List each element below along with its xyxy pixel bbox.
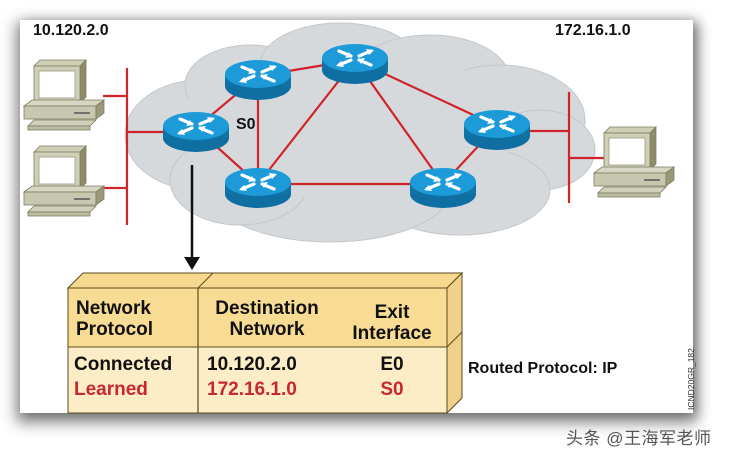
- header-destination-network: Destination Network: [202, 298, 332, 340]
- header-line: Protocol: [76, 319, 154, 340]
- row-learned-protocol: Learned: [74, 379, 148, 400]
- header-network-protocol: Network Protocol: [76, 298, 153, 340]
- routed-protocol-label: Routed Protocol: IP: [468, 360, 618, 377]
- header-line: Network: [229, 319, 305, 340]
- router-icon: [161, 110, 231, 154]
- header-line: Network: [76, 298, 151, 319]
- table-body: [67, 346, 448, 414]
- row-connected-protocol: Connected: [74, 354, 173, 375]
- routing-table-box: [66, 271, 464, 415]
- row-connected-exit: E0: [380, 354, 404, 375]
- lan-segments: [103, 68, 607, 225]
- row-learned-destination: 172.16.1.0: [207, 379, 297, 400]
- router-icon: [462, 108, 532, 152]
- figure-id: ICND20GR_182: [686, 348, 696, 410]
- table-header-row: [67, 287, 448, 348]
- left-network-label: 10.120.2.0: [33, 22, 109, 39]
- right-network-label: 172.16.1.0: [555, 22, 631, 39]
- row-learned-exit: S0: [380, 379, 404, 400]
- router-icon: [223, 166, 293, 210]
- down-arrow-icon: [184, 165, 200, 270]
- interface-s0-label: S0: [236, 116, 256, 133]
- router-icon: [320, 42, 390, 86]
- header-line: Exit: [374, 302, 410, 323]
- header-exit-interface: Exit Interface: [340, 302, 444, 344]
- router-icon: [408, 166, 478, 210]
- pc-icon: [23, 145, 105, 217]
- row-connected-destination: 10.120.2.0: [207, 354, 297, 375]
- pc-icon: [23, 59, 105, 131]
- pc-icon: [593, 126, 675, 198]
- router-icon: [223, 58, 293, 102]
- header-line: Destination: [215, 298, 319, 319]
- watermark: 头条 @王海军老师: [566, 429, 712, 448]
- header-line: Interface: [352, 323, 432, 344]
